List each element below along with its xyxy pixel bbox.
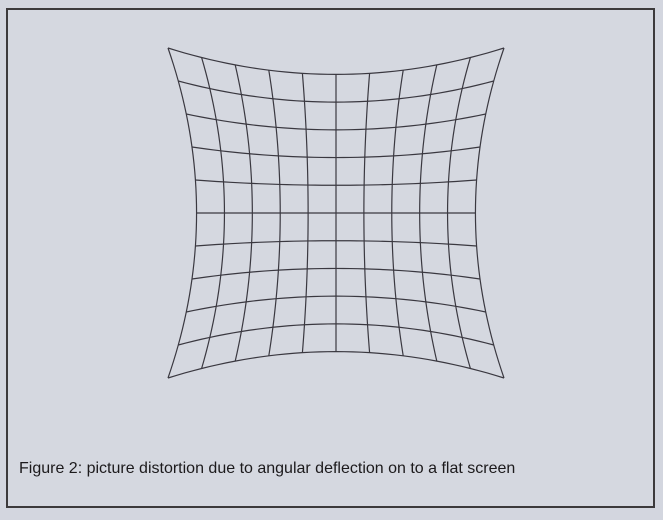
grid-horizontal-line xyxy=(167,47,505,76)
figure-frame: Figure 2: picture distortion due to angu… xyxy=(6,8,655,508)
grid-horizontal-line xyxy=(167,350,505,379)
grid-vertical-line xyxy=(201,57,226,369)
grid-vertical-line xyxy=(268,70,281,356)
grid-vertical-line xyxy=(419,64,438,362)
grid-vertical-line xyxy=(167,47,198,379)
figure-caption: Figure 2: picture distortion due to angu… xyxy=(19,460,516,477)
grid-vertical-line xyxy=(391,70,404,356)
grid-vertical-line xyxy=(446,57,471,369)
grid-vertical-line xyxy=(234,64,253,362)
grid-vertical-line xyxy=(301,73,309,353)
grid-vertical-line xyxy=(474,47,505,379)
pincushion-distortion-grid xyxy=(167,47,505,379)
grid-vertical-line xyxy=(363,73,371,353)
